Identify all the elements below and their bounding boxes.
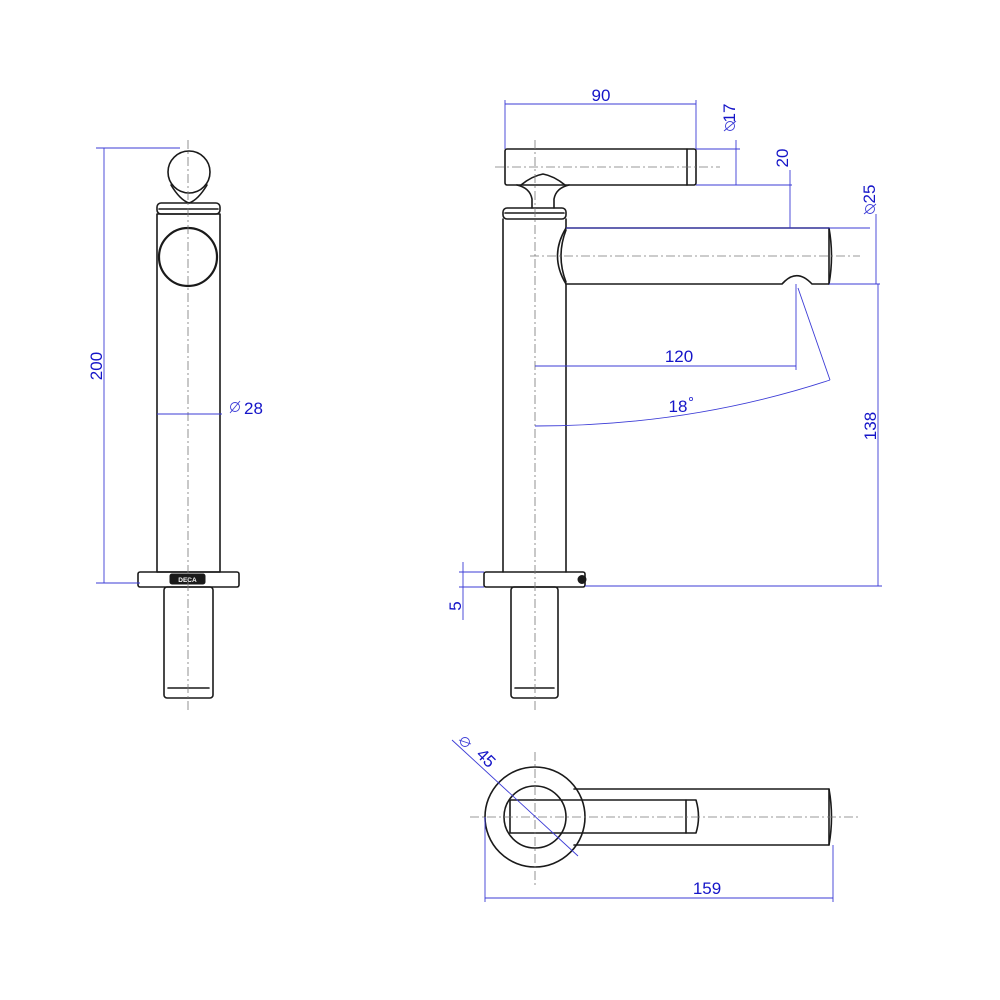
top-view: 45 159 [451,737,860,902]
dim-200-label: 200 [87,352,106,380]
side-brand-plate [169,573,206,585]
dim-25-label: 25 [860,185,879,204]
dim-45-diameter-icon [458,737,472,747]
side-lever-knob [167,150,211,194]
dim-5-label: 5 [446,601,465,610]
front-shank [510,586,559,699]
dim-45-label: 45 [472,745,499,772]
dim-138-label: 138 [861,412,880,440]
front-lever-neck [516,184,570,209]
front-spout [565,227,833,285]
dim-17-label: 17 [720,104,739,123]
dim-25-diameter-icon [863,203,877,215]
dim-28-diameter-icon [229,400,241,414]
side-shank [163,586,214,699]
dim-28-label: 28 [244,399,263,418]
dim-18-label: 18 [669,397,688,416]
front-view: 90 17 20 25 120 18 138 [446,86,882,712]
side-lever-stem [170,184,208,204]
top-lever [509,799,700,834]
front-collar [502,207,567,220]
side-brand-logo: DECA [178,577,197,584]
dim-17-diameter-icon [723,120,737,132]
dim-159-label: 159 [693,879,721,898]
dim-90-label: 90 [592,86,611,105]
side-body [156,213,221,573]
dim-120-label: 120 [665,347,693,366]
dim-45-line [451,739,579,857]
dim-20-label: 20 [773,149,792,168]
side-view: DECA 200 28 [87,140,263,712]
front-base-ring [483,571,586,588]
dim-18-degree-mark [688,396,694,402]
dim-18-arc [534,379,831,427]
front-indicator-dot [577,575,587,584]
